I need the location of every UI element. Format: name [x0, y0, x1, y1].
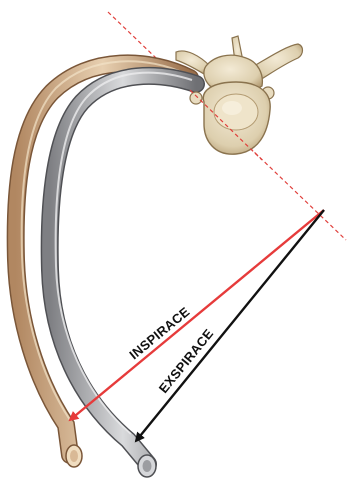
rib-expiration [50, 73, 196, 477]
inspiration-arrow [70, 210, 324, 420]
